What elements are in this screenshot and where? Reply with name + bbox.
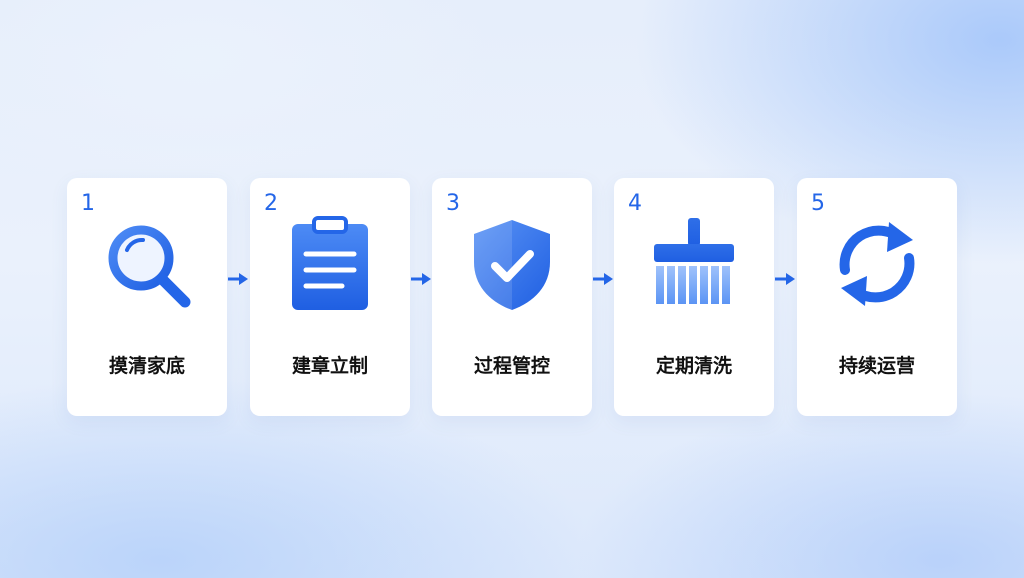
- arrow-right-icon: [411, 273, 431, 285]
- step-number: 2: [264, 191, 278, 216]
- step-number: 4: [628, 191, 642, 216]
- magnifier-icon: [108, 225, 191, 308]
- step-label: 持续运营: [838, 355, 915, 377]
- arrow-right-icon: [593, 273, 613, 285]
- step-card-4: 4 定期清洗: [614, 178, 774, 416]
- arrow-right-icon: [775, 273, 795, 285]
- shield-check-icon: [474, 220, 550, 310]
- arrow-right-icon: [228, 273, 248, 285]
- step-card-2: 2 建章立制: [250, 178, 410, 416]
- brush-icon: [654, 218, 734, 304]
- refresh-cycle-icon: [839, 222, 915, 306]
- clipboard-icon: [292, 216, 368, 310]
- step-label: 建章立制: [291, 355, 368, 377]
- step-card-1: 1 摸清家底: [67, 178, 227, 416]
- step-label: 摸清家底: [108, 355, 185, 377]
- step-card-3: 3 过程管控: [432, 178, 592, 416]
- step-card-5: 5 持续运营: [797, 178, 957, 416]
- step-number: 1: [81, 191, 95, 216]
- step-label: 定期清洗: [655, 355, 732, 377]
- step-label: 过程管控: [473, 355, 550, 377]
- step-number: 3: [446, 191, 460, 216]
- step-number: 5: [811, 191, 825, 216]
